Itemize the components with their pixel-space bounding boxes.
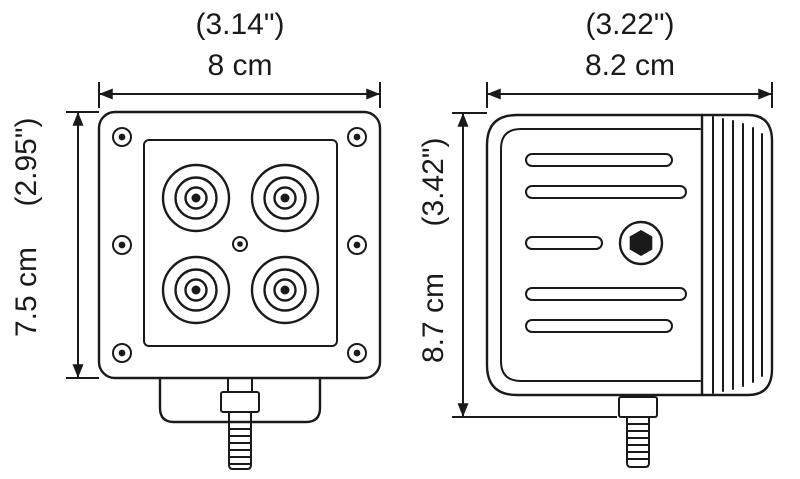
led-top-left [161,163,231,233]
housing-inner-line [500,128,701,382]
side-view-drawing [485,113,774,468]
side-view: (3.22") 8.2 cm (3.42") 8.7 cm [417,8,774,468]
side-bolt-nut [618,396,658,418]
led-bottom-left [161,255,231,325]
side-housing [485,113,704,397]
front-height-inches-label: (2.95") [10,117,43,206]
heatsink-fins [700,113,774,397]
side-height-inches-label: (3.42") [417,137,450,226]
front-width-dimension-line [98,82,381,108]
front-width-inches-label: (3.14") [195,8,284,41]
light-housing [97,110,382,380]
side-width-cm-label: 8.2 cm [585,49,675,82]
hex-bolt [618,220,664,266]
front-width-cm-label: 8 cm [207,49,272,82]
mounting-bracket [158,376,322,424]
side-width-inches-label: (3.22") [585,8,674,41]
side-height-cm-label: 8.7 cm [417,273,450,363]
led-bottom-right [250,255,320,325]
side-height-dimension-line [452,112,617,418]
bezel-screws [112,127,367,363]
heatsink-outline [700,113,774,397]
front-view-drawing [97,110,382,470]
front-height-cm-label: 7.5 cm [10,247,43,337]
bolt-nut [220,391,260,413]
threaded-stud [228,421,252,470]
lens-face [143,139,338,347]
front-view: (3.14") 8 cm (2.95") 7.5 cm [10,8,382,470]
led-top-right [250,163,320,233]
side-threaded-stud [626,416,650,468]
center-screw [232,236,248,252]
side-width-dimension-line [486,82,773,108]
housing-grooves [525,153,687,333]
front-height-dimension-line [66,111,99,379]
